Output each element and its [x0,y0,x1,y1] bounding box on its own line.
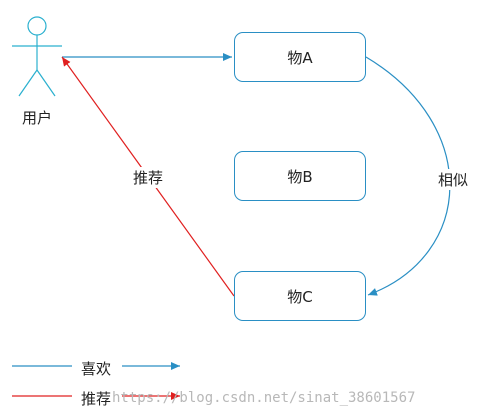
item-b-label: 物B [287,167,313,186]
item-a-label: 物A [287,48,313,67]
item-c-label: 物C [287,287,313,306]
legend-like-label: 喜欢 [81,360,112,378]
similar-edge-label: 相似 [436,169,471,190]
item-a-node[interactable]: 物A [234,32,366,82]
item-b-node[interactable]: 物B [234,151,366,201]
recommend-edge-label: 推荐 [131,167,166,188]
user-icon [12,16,62,97]
item-c-node[interactable]: 物C [234,271,366,321]
user-label: 用户 [22,109,53,127]
watermark-text: https://blog.csdn.net/sinat_38601567 [112,390,416,406]
legend-recommend-label: 推荐 [81,390,112,408]
